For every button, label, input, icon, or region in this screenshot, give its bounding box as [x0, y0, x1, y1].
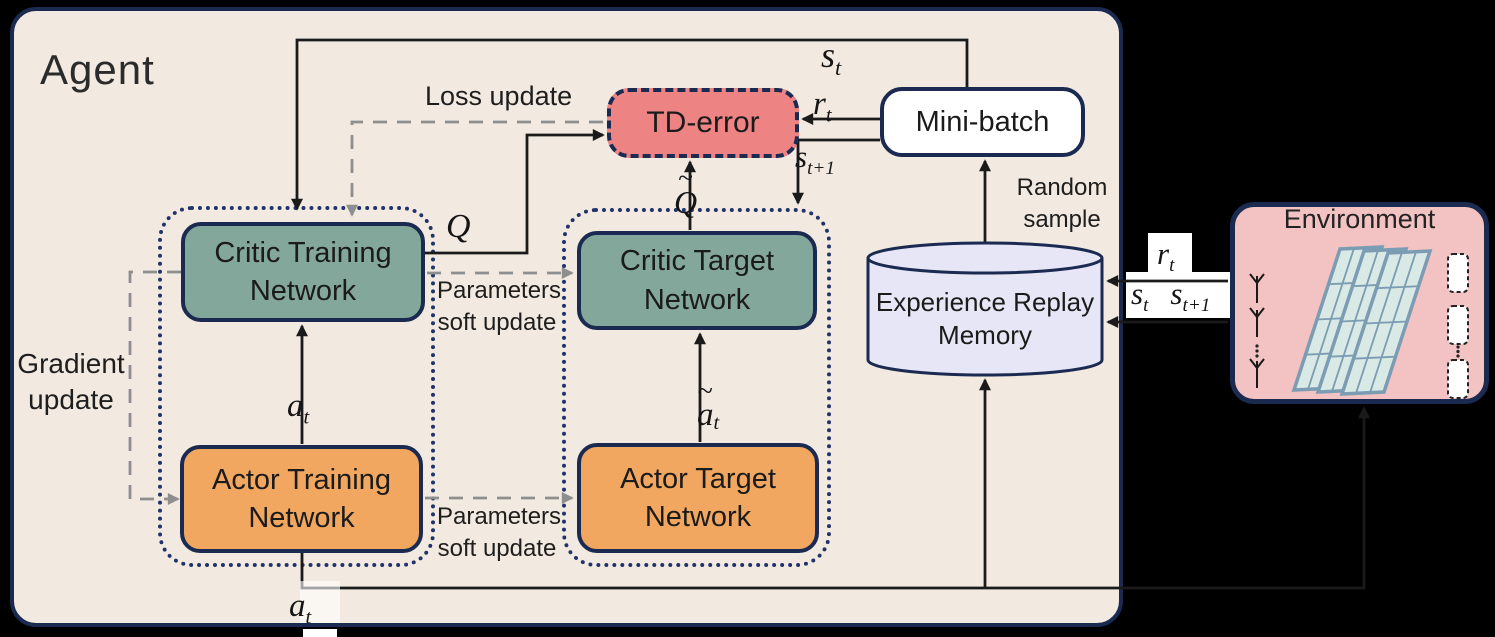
actor-training-network-node: Actor Training Network	[180, 445, 423, 553]
label-chip	[303, 629, 337, 637]
label-line: soft update	[437, 308, 557, 336]
math-base: r	[813, 86, 826, 122]
q-tilde-label: ~Q	[674, 158, 697, 221]
critic-training-network-node: Critic Training Network	[181, 222, 425, 322]
ris-panel-icon	[1339, 249, 1433, 396]
label-chip	[1148, 233, 1192, 272]
critic-target-network-node: Critic Target Network	[577, 231, 817, 330]
math-base: a	[697, 397, 714, 433]
arrow-a-t-to-environment	[300, 406, 1370, 590]
node-label: Network	[249, 275, 357, 307]
agent-title: Agent	[40, 46, 155, 93]
math-base: s	[1131, 276, 1144, 311]
node-label: Network	[643, 283, 751, 316]
arrow-s-t-to-critic-training	[291, 38, 969, 211]
node-label: Mini-batch	[915, 105, 1050, 138]
parameters-soft-update-critic-label: Parameters soft update	[437, 275, 562, 338]
node-label: Network	[248, 502, 355, 534]
replay-memory-cylinder	[866, 241, 1104, 377]
math-base: Q	[674, 184, 698, 220]
node-label: Network	[644, 501, 752, 533]
s-t-plus-1-label: st+1	[795, 139, 835, 180]
label-chip	[300, 581, 340, 623]
environment-title: Environment	[1283, 204, 1436, 234]
dashed-loss-update	[346, 120, 603, 217]
ris-panel-icons	[1291, 245, 1433, 396]
dashed-gradient-update	[128, 270, 181, 505]
math-base: a	[289, 588, 306, 624]
math-sub: t	[303, 406, 310, 429]
env-r-t-label: rt	[1157, 236, 1174, 277]
user-device-icons	[1447, 253, 1469, 399]
parameters-soft-update-actor-label: Parameters soft update	[437, 501, 562, 564]
vertical-ellipsis-icon	[1456, 345, 1460, 358]
q-label: Q	[446, 208, 471, 246]
replay-memory-label: Experience Replay Memory	[868, 286, 1102, 351]
math-base: s	[795, 139, 808, 174]
label-line: update	[28, 384, 114, 416]
math-base: Q	[446, 208, 471, 245]
label-line: Parameters	[437, 277, 562, 304]
math-base: r	[1157, 236, 1170, 271]
mini-batch-node: Mini-batch	[880, 87, 1085, 157]
a-t-label: at	[287, 388, 309, 430]
math-sub: t	[1143, 295, 1149, 317]
math-base: a	[287, 388, 304, 424]
base-station-antenna-icons	[1249, 273, 1265, 388]
random-sample-label: Random sample	[1003, 172, 1121, 237]
node-label: Actor Target	[620, 462, 776, 495]
math-sub: t	[835, 55, 842, 81]
tilde-mark: ~	[678, 163, 693, 193]
actor-target-network-node: Actor Target Network	[577, 443, 819, 553]
user-device-icon	[1447, 359, 1469, 399]
math-base: s	[821, 35, 836, 75]
r-t-label: rt	[813, 86, 832, 128]
label-line: soft update	[437, 534, 557, 562]
arrow-q-to-td-error	[425, 129, 605, 255]
s-t-label: st	[821, 34, 841, 81]
base-station-antenna-icon	[1249, 307, 1265, 337]
label-line: sample	[1023, 206, 1101, 234]
vertical-ellipsis-icon	[1255, 344, 1259, 358]
math-sub: t+1	[807, 158, 835, 180]
user-device-icon	[1447, 305, 1469, 345]
user-device-icon	[1447, 253, 1469, 293]
math-sub: t	[825, 104, 832, 127]
loss-update-label: Loss update	[425, 81, 573, 111]
math-sub: t	[305, 606, 312, 629]
math-sub: t	[1169, 255, 1175, 277]
label-line: Random	[1016, 174, 1108, 201]
math-base: s	[1170, 276, 1183, 311]
base-station-antenna-icon	[1249, 273, 1265, 303]
node-label: Actor Training	[212, 463, 391, 496]
label-line: Parameters	[437, 503, 562, 530]
node-label: Critic Training	[214, 236, 392, 269]
node-label: Experience Replay	[875, 287, 1095, 317]
td-error-node: TD-error	[607, 88, 799, 158]
node-label: TD-error	[646, 106, 760, 140]
base-station-antenna-icon	[1249, 358, 1265, 388]
node-label: Critic Target	[619, 245, 775, 278]
a-t-bottom-label: at	[289, 588, 311, 630]
target-networks-group	[562, 208, 831, 567]
gradient-update-label: Gradient update	[6, 346, 136, 419]
label-line: Gradient	[17, 348, 125, 379]
math-sub: t+1	[1182, 295, 1211, 317]
node-label: Memory	[938, 319, 1032, 350]
math-sub: t	[713, 412, 720, 434]
tilde-mark: ~	[697, 376, 713, 407]
